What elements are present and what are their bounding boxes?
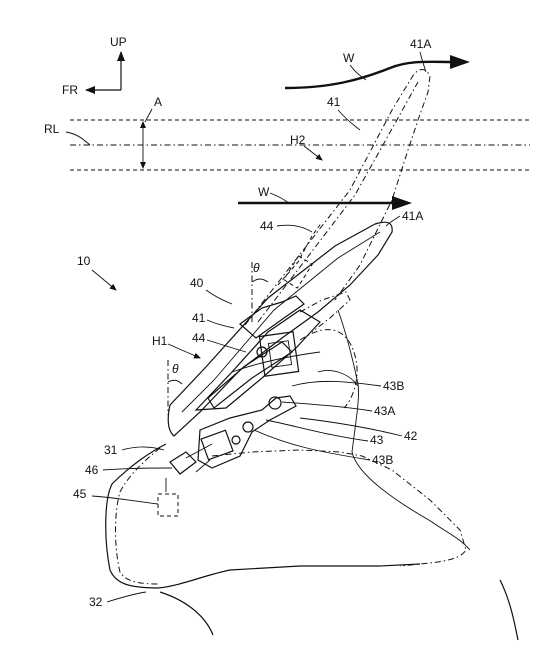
label-43b-top: 43B xyxy=(383,379,404,393)
windscreen-stowed xyxy=(167,221,393,475)
pivot-base xyxy=(231,435,241,445)
front-cowl-inner-dashed xyxy=(115,447,161,585)
windscreen-raised-outline xyxy=(244,69,431,326)
leader-40 xyxy=(205,289,233,305)
pivot-43b-lower xyxy=(242,421,254,433)
leader-31 xyxy=(121,446,165,451)
cowl-curve-dashed xyxy=(299,329,358,409)
panel-edge-upper xyxy=(317,370,359,387)
seal-line xyxy=(231,351,321,373)
up-label: UP xyxy=(110,35,127,49)
label-46: 46 xyxy=(85,463,99,477)
reference-lines: A RL xyxy=(44,95,530,171)
theta-label-top: θ xyxy=(253,261,260,275)
screen-bracket-body xyxy=(194,309,321,411)
range-label-a: A xyxy=(154,95,162,109)
leader-46 xyxy=(102,467,173,471)
cowl-internal-line xyxy=(299,291,351,333)
leader-41a-middle xyxy=(385,215,401,227)
wind-leader-top xyxy=(349,64,367,81)
actuator-box xyxy=(200,429,234,461)
label-41-mid: 41 xyxy=(192,311,206,325)
h1-arrow xyxy=(167,343,201,359)
label-41-top: 41 xyxy=(327,95,341,109)
vehicle-body xyxy=(105,309,519,641)
wind-leader-middle xyxy=(269,192,291,205)
pivot-upper xyxy=(256,346,268,358)
range-leader-a xyxy=(144,108,153,123)
windscreen-raised-inner xyxy=(257,81,419,323)
rl-leader xyxy=(65,131,91,146)
clamp-upper xyxy=(239,295,305,339)
wind-label-middle: W xyxy=(258,185,270,199)
link-arm xyxy=(207,341,293,409)
label-44-mid: 44 xyxy=(192,331,206,345)
pivot-43b-upper xyxy=(268,396,282,410)
motor-unit xyxy=(258,331,300,377)
theta-arc-top xyxy=(251,278,269,283)
windscreen-stowed-inner-line xyxy=(181,231,381,413)
arrow-10 xyxy=(91,269,117,291)
lower-fairing-curve xyxy=(159,591,214,636)
theta-arc-left xyxy=(167,379,183,385)
leader-41a-top xyxy=(419,51,427,73)
label-41a-middle: 41A xyxy=(402,209,423,223)
rear-frame-line xyxy=(499,579,519,641)
theta-label-left: θ xyxy=(172,362,179,376)
drive-shaft xyxy=(185,443,213,459)
label-40: 40 xyxy=(190,276,204,290)
label-h2: H2 xyxy=(290,133,306,147)
stay-raised xyxy=(277,221,323,286)
wind-flow-top xyxy=(284,60,453,90)
label-43a: 43A xyxy=(374,404,395,418)
label-10: 10 xyxy=(77,254,91,268)
leader-42 xyxy=(299,417,403,437)
windscreen-stowed-outline xyxy=(167,221,393,437)
front-cowl-outline xyxy=(105,443,421,589)
stay-mechanism xyxy=(197,395,297,469)
wind-arrow-top-head xyxy=(450,55,470,69)
orientation-indicator: UP FR xyxy=(62,35,127,97)
label-44-top: 44 xyxy=(260,219,274,233)
controller-45 xyxy=(157,493,179,517)
label-43: 43 xyxy=(370,433,384,447)
leader-44-top xyxy=(276,224,313,233)
label-31: 31 xyxy=(104,443,118,457)
inner-panel-dashed xyxy=(211,449,467,567)
wind-arrow-middle-head xyxy=(392,196,412,210)
drive-member-46 xyxy=(169,451,197,475)
label-43b-bottom: 43B xyxy=(372,453,393,467)
bracket-link xyxy=(195,459,211,473)
leader-43a xyxy=(281,401,373,412)
leader-43b-bottom xyxy=(253,429,371,461)
leader-45 xyxy=(91,495,159,505)
leader-32 xyxy=(106,591,147,603)
leader-43b-top xyxy=(291,380,382,387)
reference-line-label: RL xyxy=(44,122,60,136)
cowl-side-line xyxy=(337,309,471,551)
label-32: 32 xyxy=(89,595,103,609)
leader-44-mid xyxy=(206,339,247,353)
motor-unit-inner xyxy=(267,340,293,368)
label-45: 45 xyxy=(73,487,87,501)
label-42: 42 xyxy=(404,429,418,443)
windscreen-raised xyxy=(244,69,431,326)
leader-41-mid xyxy=(206,319,235,329)
label-41a-top: 41A xyxy=(410,37,431,51)
leader-43 xyxy=(265,419,369,442)
h2-arrow xyxy=(303,145,323,161)
label-h1: H1 xyxy=(152,334,168,348)
leader-41-top xyxy=(337,109,361,131)
bracket-raised xyxy=(283,255,313,289)
front-label: FR xyxy=(62,83,78,97)
wind-label-top: W xyxy=(343,51,355,65)
